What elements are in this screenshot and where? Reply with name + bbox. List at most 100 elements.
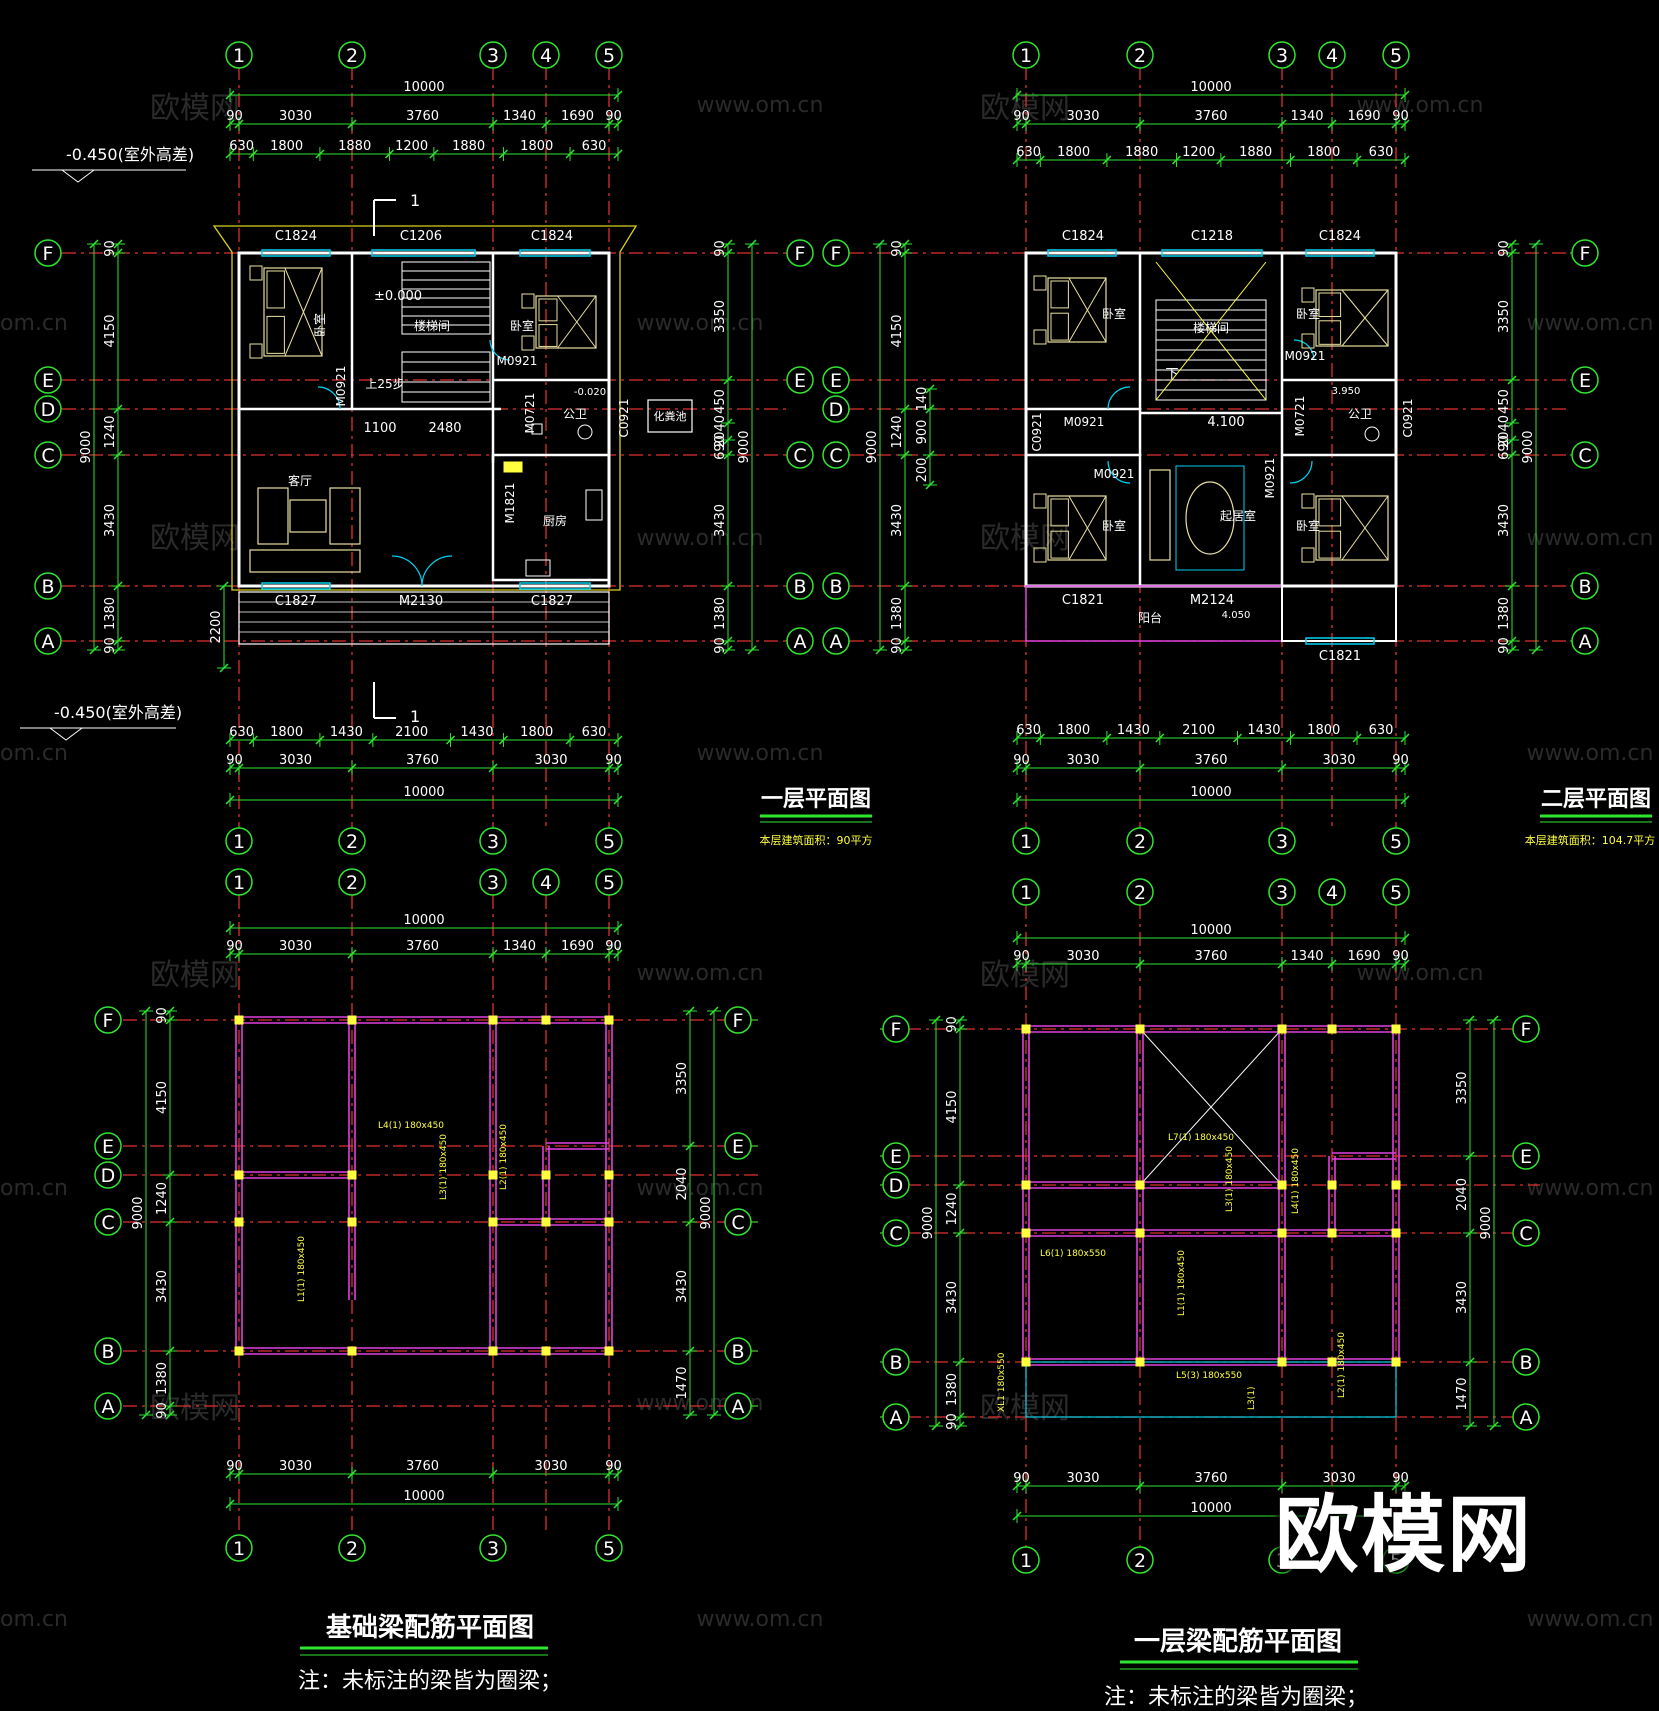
bed-furniture	[1301, 493, 1389, 563]
axis-label: 3	[487, 872, 499, 894]
dim-tick	[1135, 1481, 1145, 1491]
axis-label: B	[889, 1352, 902, 1374]
dim-tick	[1012, 733, 1022, 743]
column-node	[1327, 1024, 1337, 1034]
dim-tick	[565, 149, 575, 159]
dim-text: 1880	[1239, 145, 1272, 160]
dim-text: 630	[1369, 145, 1394, 160]
column-node	[347, 1015, 357, 1025]
beam-label: XL1 180x550	[997, 1352, 1007, 1412]
section-label: 1	[410, 191, 420, 210]
watermark-cn: 欧模网	[150, 1391, 240, 1426]
axis-bubble-left	[882, 1348, 910, 1376]
dim-tick	[1507, 418, 1517, 428]
room-name: 卧室	[1296, 518, 1320, 533]
door-swing	[1107, 386, 1131, 410]
dim-tick	[1391, 119, 1401, 129]
dim-text: 3760	[1194, 753, 1227, 768]
dim-tick	[234, 119, 244, 129]
dim-tick	[225, 90, 235, 100]
dim-tick	[1489, 1015, 1499, 1025]
dim-tick	[955, 1180, 965, 1190]
axis-label: B	[1519, 1352, 1532, 1374]
dim-tick	[1531, 239, 1541, 249]
dim-tick	[1400, 733, 1410, 743]
column-node	[488, 1170, 498, 1180]
dim-text: 1800	[520, 725, 553, 740]
axis-bubble-top	[1318, 41, 1346, 69]
dim-text: 3030	[1322, 753, 1355, 768]
axis-label: 2	[1134, 831, 1146, 853]
column-node	[1327, 1180, 1337, 1190]
axis-label: A	[890, 1407, 903, 1429]
dim-tick	[747, 239, 757, 249]
dim-text: 3760	[1194, 949, 1227, 964]
column-node	[1021, 1228, 1031, 1238]
dim-text: 3030	[279, 109, 312, 124]
dim-text: 3350	[713, 300, 728, 333]
window	[1161, 249, 1263, 257]
door-tag: M0921	[1285, 349, 1326, 363]
door-tag: M0921	[497, 354, 538, 368]
dim-tick	[165, 1401, 175, 1411]
dim-text: 1690	[1347, 949, 1380, 964]
dim-tick	[1285, 155, 1295, 165]
dim-tick	[165, 1170, 175, 1180]
dim-text: 10000	[1190, 785, 1231, 800]
dim-tick	[565, 735, 575, 745]
dim-text: 90	[1392, 109, 1409, 124]
beam-label: L7(1) 180x450	[1168, 1133, 1234, 1143]
dim-text: 4150	[103, 314, 118, 347]
toilet	[1364, 426, 1380, 442]
dim-text: 90	[226, 939, 243, 954]
dim-tick	[931, 1015, 941, 1025]
nightstand	[1033, 329, 1047, 345]
column-node	[1135, 1357, 1145, 1367]
door-tag: M0921	[1263, 458, 1277, 499]
axis-bubble-top	[532, 868, 560, 896]
beam-label: L1(1) 180x450	[297, 1236, 307, 1302]
bed-furniture	[1033, 493, 1107, 563]
dim-text: 9000	[865, 430, 880, 463]
axis-bubble-right	[724, 1006, 752, 1034]
dim-tick	[1465, 1015, 1475, 1025]
dim-text: 1880	[452, 139, 485, 154]
axis-bubble-top	[1126, 878, 1154, 906]
brand-watermark: 欧模网	[1275, 1486, 1534, 1584]
column-node	[488, 1217, 498, 1227]
axis-bubble-top	[1318, 878, 1346, 906]
basin	[531, 423, 543, 435]
bed-furniture	[249, 265, 323, 359]
room-name: 卧室	[510, 318, 534, 333]
axis-bubble-top	[1268, 878, 1296, 906]
door-tag: C0921	[1030, 413, 1044, 452]
watermark-url: www.om.cn	[1357, 961, 1484, 986]
axis-bubble-left	[882, 1219, 910, 1247]
dim-text: 90	[605, 109, 622, 124]
watermark-url: www.om.cn	[637, 961, 764, 986]
dim-tick	[1507, 645, 1517, 655]
dim-text: 1380	[890, 597, 905, 630]
dim-tick	[1465, 1421, 1475, 1431]
dim-tick	[925, 480, 935, 490]
door-swing	[317, 386, 341, 410]
dim-tick	[113, 248, 123, 258]
axis-bubble-right	[724, 1132, 752, 1160]
axis-bubble-left	[34, 441, 62, 469]
dim-tick	[234, 763, 244, 773]
axis-label: A	[794, 631, 807, 653]
door-tag: C0921	[617, 399, 631, 438]
dim-text: 90	[1392, 1471, 1409, 1486]
window-tag: M2124	[1190, 593, 1234, 608]
dim-tick	[613, 1499, 623, 1509]
dim-text: 630	[229, 725, 254, 740]
watermark-cn: 欧模网	[150, 958, 240, 993]
dim-tick	[315, 149, 325, 159]
column-node	[1327, 1357, 1337, 1367]
axis-label: B	[41, 576, 54, 598]
dim-tick	[1155, 733, 1165, 743]
window	[1305, 637, 1375, 645]
axis-bubble-right	[724, 1337, 752, 1365]
axis-bubble-right	[724, 1208, 752, 1236]
